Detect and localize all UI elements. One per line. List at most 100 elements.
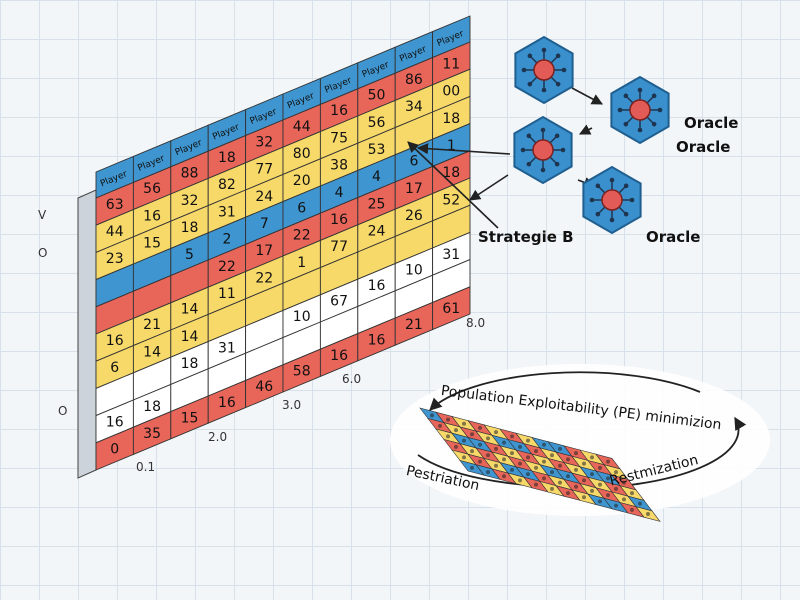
cycle-arrow-top: [429, 371, 701, 411]
matrix-cell-value: 2: [222, 232, 231, 248]
mini-matrix-mark: [614, 503, 618, 508]
matrix-cell-value: 18: [181, 220, 199, 236]
axis-tick-bottom: 6.0: [342, 372, 362, 386]
axis-label-v: V: [38, 208, 47, 222]
matrix-cell-value: 31: [218, 340, 236, 356]
matrix-cell-value: 11: [442, 56, 460, 72]
mini-matrix-mark: [502, 474, 506, 479]
oracle-label-3: Oracle: [646, 228, 701, 246]
mini-matrix-mark: [582, 495, 586, 500]
matrix-cell-value: 0: [110, 442, 119, 458]
axis-tick-bottom: 2.0: [208, 430, 228, 444]
matrix-cell-value: 52: [442, 192, 460, 208]
node-core: [601, 189, 623, 211]
matrix-cell-value: 18: [442, 111, 460, 127]
matrix-cell-value: 26: [405, 208, 423, 224]
mini-matrix-mark: [606, 493, 610, 498]
matrix-cell-value: 88: [181, 166, 199, 182]
mini-matrix-mark: [590, 488, 594, 493]
node-spoke-dot: [520, 147, 526, 153]
matrix-cell-value: 32: [181, 193, 199, 209]
node-spoke-dot: [540, 127, 546, 133]
mini-matrix-mark: [430, 413, 434, 418]
matrix-cell-value: 14: [143, 344, 161, 360]
mini-matrix-mark: [462, 438, 466, 443]
mini-matrix-mark: [598, 482, 602, 487]
mini-matrix-mark: [454, 428, 458, 433]
node-spoke-dot: [651, 121, 657, 127]
node-spoke-dot: [554, 133, 560, 139]
matrix-cell-value: 15: [181, 410, 199, 426]
matrix-cell-value: 21: [143, 317, 161, 333]
mini-matrix-mark: [470, 432, 474, 437]
mini-matrix-mark: [590, 472, 594, 477]
node-spoke-dot: [560, 147, 566, 153]
mini-matrix-mark: [614, 470, 618, 475]
mini-matrix-mark: [446, 434, 450, 439]
matrix-cell-value: 20: [293, 173, 311, 189]
node-spoke-dot: [629, 197, 635, 203]
node-spoke-dot: [617, 107, 623, 113]
matrix-cell-value: 32: [255, 134, 273, 150]
mini-matrix-mark: [542, 442, 546, 447]
node-spoke-dot: [637, 127, 643, 133]
mini-matrix-mark: [510, 451, 514, 456]
node-core: [532, 139, 554, 161]
mini-matrix-mark: [478, 459, 482, 464]
matrix-cell-value: 56: [143, 181, 161, 197]
mini-matrix-mark: [534, 465, 538, 470]
node-spoke-dot: [651, 93, 657, 99]
mini-matrix-mark: [558, 446, 562, 451]
mini-matrix-mark: [470, 465, 474, 470]
mini-matrix-mark: [446, 417, 450, 422]
mini-matrix-mark: [518, 461, 522, 466]
node-core: [629, 99, 651, 121]
mini-matrix-mark: [638, 501, 642, 506]
mini-matrix-mark: [606, 459, 610, 464]
axis-tick-bottom: 3.0: [282, 398, 302, 412]
network-arrow: [578, 124, 593, 135]
mini-matrix-mark: [558, 480, 562, 485]
matrix-cell-value: 53: [368, 142, 386, 158]
mini-matrix-mark: [518, 444, 522, 449]
node-spoke-dot: [540, 167, 546, 173]
matrix-cell-value: 16: [218, 395, 236, 411]
mini-matrix-mark: [486, 470, 490, 475]
matrix-cell-value: 16: [143, 208, 161, 224]
mini-matrix-mark: [510, 434, 514, 439]
matrix-cell-value: 35: [143, 426, 161, 442]
matrix-cell-value: 1: [297, 255, 306, 271]
mini-matrix-mark: [550, 453, 554, 458]
matrix-cell-value: 67: [330, 294, 348, 310]
matrix-cell-value: 10: [293, 309, 311, 325]
matrix-cell-value: 25: [368, 196, 386, 212]
mini-matrix-mark: [486, 436, 490, 441]
mini-matrix-mark: [462, 455, 466, 460]
matrix-cell-value: 44: [293, 119, 311, 135]
axis-label-o-upper: O: [38, 246, 48, 260]
mini-matrix-mark: [574, 484, 578, 489]
matrix-cell-value: 24: [368, 224, 386, 240]
matrix-cell-value: 16: [330, 103, 348, 119]
mini-matrix-mark: [598, 499, 602, 504]
mini-matrix-mark: [526, 455, 530, 460]
matrix-cell-value: 10: [405, 262, 423, 278]
matrix-cell-value: 31: [218, 204, 236, 220]
matrix-cell-value: 82: [218, 177, 236, 193]
mini-matrix-mark: [494, 463, 498, 468]
matrix-cell-value: 14: [181, 329, 199, 345]
mini-matrix-mark: [590, 455, 594, 460]
mini-matrix-mark: [534, 482, 538, 487]
node-spoke-dot: [623, 183, 629, 189]
mini-matrix-mark: [550, 470, 554, 475]
matrix-cell-value: 15: [143, 236, 161, 252]
mini-matrix-mark: [622, 497, 626, 502]
matrix-cell-value: 18: [143, 399, 161, 415]
matrix-cell-value: 5: [185, 247, 194, 263]
matrix-cell-value: 16: [330, 348, 348, 364]
matrix-cell-value: 18: [218, 150, 236, 166]
matrix-cell-value: 11: [218, 286, 236, 302]
pe-cycle: [390, 364, 770, 522]
matrix-cell-value: 44: [106, 224, 124, 240]
